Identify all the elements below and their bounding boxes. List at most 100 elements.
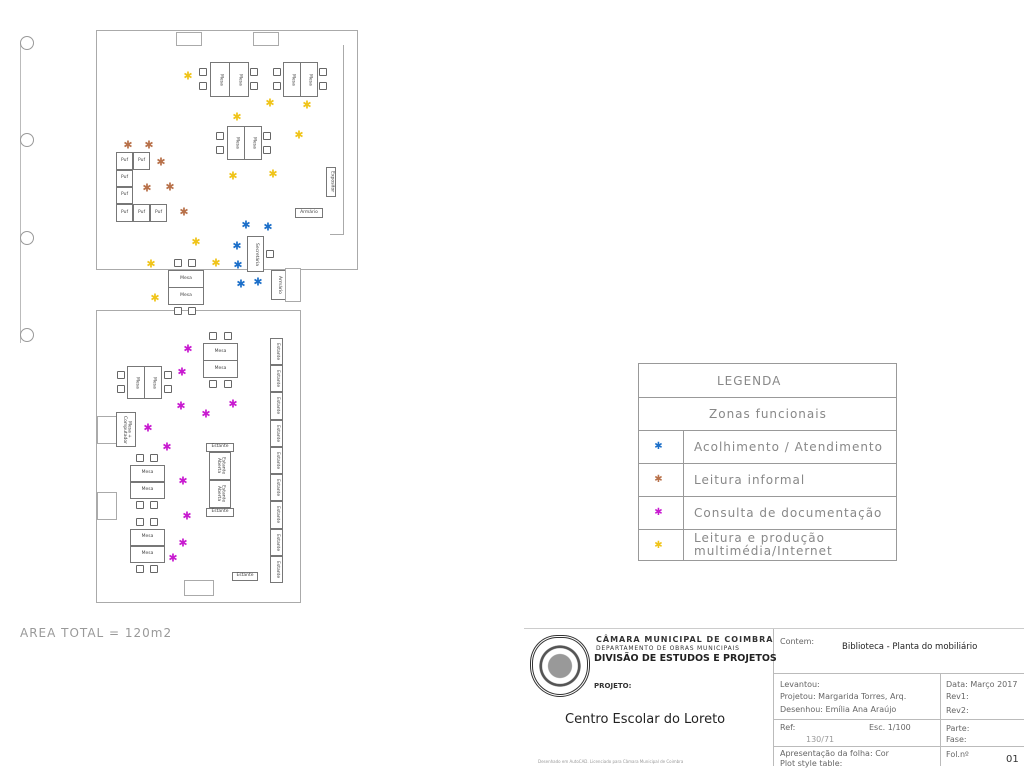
zone-marker-consultation: ✱ — [177, 365, 187, 379]
project-name: Centro Escolar do Loreto — [565, 712, 726, 727]
sheet-number: 01 — [1006, 754, 1019, 765]
chair — [209, 332, 217, 340]
bookshelf: Estante — [270, 446, 283, 475]
computer-niche — [97, 416, 117, 444]
bookshelf: Estante — [206, 443, 234, 452]
zone-marker-consultation: ✱ — [178, 474, 188, 488]
chair — [273, 68, 281, 76]
chair — [117, 371, 125, 379]
zone-marker-multimedia: ✱ — [302, 98, 312, 112]
chair — [224, 332, 232, 340]
zone-marker-consultation: ✱ — [162, 440, 172, 454]
phase: Fase: — [946, 735, 967, 744]
legend-label: Consulta de documentação — [694, 506, 883, 520]
pouf: Puf — [116, 170, 133, 187]
legend-swatch-icon: ✱ — [654, 540, 664, 551]
legend-item: ✱ Leitura e produção multimédia/Internet — [639, 530, 896, 561]
rev2: Rev2: — [946, 706, 969, 715]
table: Mesa — [130, 465, 165, 482]
column-circle — [20, 133, 34, 147]
bookshelf: Estante — [270, 338, 283, 366]
zone-marker-multimedia: ✱ — [211, 256, 221, 270]
zone-marker-informal: ✱ — [179, 205, 189, 219]
project-label: PROJETO: — [594, 682, 632, 690]
bookshelf: Estante — [232, 572, 258, 581]
bookshelf: Estante — [270, 392, 283, 420]
plot-style: Plot style table: — [780, 759, 843, 768]
legend-title: LEGENDA — [639, 364, 896, 398]
pouf: Puf — [116, 204, 133, 222]
zone-marker-informal: ✱ — [165, 180, 175, 194]
chair — [250, 82, 258, 90]
zone-marker-informal: ✱ — [156, 155, 166, 169]
chair — [188, 259, 196, 267]
ref-value: 130/71 — [806, 735, 835, 744]
legend-label: Leitura e produção — [694, 531, 825, 545]
zone-marker-consultation: ✱ — [201, 407, 211, 421]
column-circle — [20, 328, 34, 342]
zone-marker-reception: ✱ — [232, 239, 242, 253]
title-block: CÂMARA MUNICIPAL DE COIMBRA DEPARTAMENTO… — [524, 628, 1024, 768]
computer-desk: Mesa + Computador — [116, 412, 136, 447]
cabinet: Armário — [295, 208, 323, 218]
chair — [136, 501, 144, 509]
zone-marker-informal: ✱ — [123, 138, 133, 152]
zone-marker-consultation: ✱ — [143, 421, 153, 435]
cabinet-niche — [285, 268, 301, 302]
legend: LEGENDA Zonas funcionais ✱ Acolhimento /… — [638, 363, 897, 561]
legend-item: ✱ Consulta de documentação — [639, 497, 896, 530]
chair — [150, 565, 158, 573]
legend-swatch-icon: ✱ — [654, 441, 664, 452]
bookshelf: Estante — [270, 365, 283, 393]
table: Mesa — [300, 62, 318, 97]
open-bookshelf: Estante Aberta — [209, 480, 231, 508]
zone-marker-consultation: ✱ — [168, 551, 178, 565]
chair — [216, 132, 224, 140]
drawn-by: Desenhou: Emília Ana Araújo — [780, 705, 897, 714]
chair — [209, 380, 217, 388]
chair — [136, 454, 144, 462]
chair — [136, 518, 144, 526]
sheet-presentation: Apresentação da folha: Cor — [780, 749, 889, 758]
legend-label: Leitura informal — [694, 473, 806, 487]
chair — [150, 501, 158, 509]
chair — [273, 82, 281, 90]
zone-marker-reception: ✱ — [236, 277, 246, 291]
chair — [250, 68, 258, 76]
wall-shelving: Estante Estante Estante Estante Estante … — [270, 338, 283, 583]
table: Mesa — [168, 270, 204, 288]
table: Mesa — [203, 343, 238, 361]
chair — [150, 518, 158, 526]
table: Mesa — [127, 366, 145, 399]
chair — [174, 307, 182, 315]
bookshelf: Estante — [270, 555, 283, 583]
pouf: Puf — [150, 204, 167, 222]
zone-marker-multimedia: ✱ — [191, 235, 201, 249]
zone-marker-reception: ✱ — [263, 220, 273, 234]
org-division: DIVISÃO DE ESTUDOS E PROJETOS — [594, 653, 777, 664]
pouf: Puf — [116, 152, 133, 170]
area-total: AREA TOTAL = 120m2 — [20, 626, 173, 640]
surveyed-by: Levantou: — [780, 680, 820, 689]
zone-marker-consultation: ✱ — [183, 342, 193, 356]
pouf: Puf — [133, 204, 150, 222]
table: Mesa — [144, 366, 162, 399]
table: Mesa — [130, 482, 165, 499]
legend-swatch-icon: ✱ — [654, 507, 664, 518]
rev1: Rev1: — [946, 692, 969, 701]
expositor: Expositor — [326, 167, 336, 197]
zone-marker-multimedia: ✱ — [268, 167, 278, 181]
bookshelf: Estante — [206, 508, 234, 517]
bookshelf: Estante — [270, 501, 283, 529]
bookshelf: Estante — [270, 419, 283, 447]
table: Mesa — [229, 62, 249, 97]
sheet-number-label: Fol.nº — [946, 750, 969, 759]
window — [176, 32, 202, 46]
legend-subtitle: Zonas funcionais — [639, 398, 896, 431]
bookshelf: Estante — [270, 474, 283, 502]
zone-marker-reception: ✱ — [253, 275, 263, 289]
zone-marker-consultation: ✱ — [178, 536, 188, 550]
chair — [150, 454, 158, 462]
zone-marker-consultation: ✱ — [176, 399, 186, 413]
chair — [199, 82, 207, 90]
